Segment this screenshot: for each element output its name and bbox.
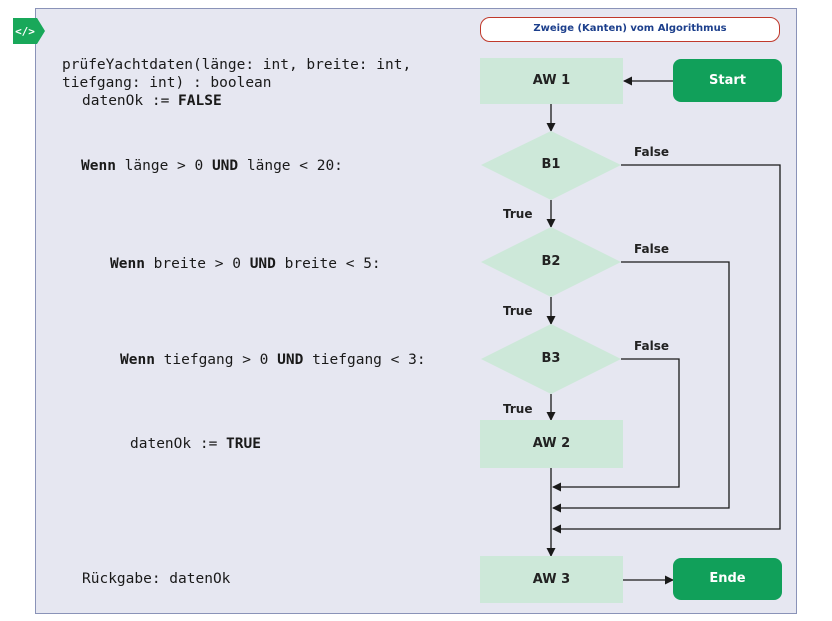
decision-b2-shape (481, 227, 621, 297)
code-keyword-wenn: Wenn (81, 158, 116, 174)
code-assign-line: datenOk := TRUE (130, 436, 261, 453)
code-keyword-und: UND (277, 352, 304, 368)
code-init-line: datenOk := FALSE (82, 93, 222, 110)
code-keyword-wenn: Wenn (120, 352, 155, 368)
edge-b1-false (552, 164, 781, 534)
code-icon-label: </> (15, 25, 35, 38)
code-cond-part: breite < 5: (275, 256, 381, 272)
false-label-b3: False (634, 339, 669, 353)
decision-b1-shape (481, 131, 621, 200)
code-cond-part: länge > 0 (115, 158, 212, 174)
end-node: Ende (673, 558, 782, 600)
code-keyword-und: UND (249, 256, 276, 272)
code-icon: </> (13, 18, 45, 44)
code-keyword-wenn: Wenn (110, 256, 145, 272)
code-cond-part: tiefgang > 0 (154, 352, 278, 368)
false-label-b2: False (634, 242, 669, 256)
code-return-line: Rückgabe: datenOk (82, 571, 231, 587)
decision-b2-label: B2 (541, 254, 561, 269)
true-label-b2: True (503, 304, 533, 318)
false-label-b1: False (634, 145, 669, 159)
code-condition-2: Wenn breite > 0 UND breite < 5: (110, 256, 381, 273)
code-keyword-und: UND (211, 158, 239, 174)
decision-b1-label: B1 (541, 157, 561, 172)
start-node: Start (673, 59, 782, 102)
code-condition-3: Wenn tiefgang > 0 UND tiefgang < 3: (120, 352, 426, 369)
code-cond-part: länge < 20: (238, 158, 343, 174)
code-assign-var: datenOk := (130, 436, 227, 452)
true-label-b3: True (503, 402, 533, 416)
code-signature-line-2: tiefgang: int) : boolean (62, 75, 272, 91)
code-init-value: FALSE (178, 93, 222, 109)
true-label-b1: True (503, 207, 533, 221)
activity-aw2: AW 2 (480, 420, 623, 468)
code-cond-part: breite > 0 (144, 256, 250, 272)
diagram-panel (35, 8, 797, 614)
edge-b2-false (552, 261, 730, 513)
decision-b3-shape (481, 324, 621, 394)
code-condition-1: Wenn länge > 0 UND länge < 20: (81, 158, 343, 175)
decision-b3-label: B3 (541, 351, 561, 366)
legend-box: Zweige (Kanten) vom Algorithmus (480, 17, 780, 42)
code-assign-value: TRUE (226, 436, 261, 452)
activity-aw1: AW 1 (480, 58, 623, 104)
code-init-var: datenOk := (82, 93, 179, 109)
activity-aw3: AW 3 (480, 556, 623, 603)
edge-b3-false (552, 358, 680, 492)
code-cond-part: tiefgang < 3: (303, 352, 426, 368)
code-signature-line-1: prüfeYachtdaten(länge: int, breite: int, (62, 57, 412, 73)
